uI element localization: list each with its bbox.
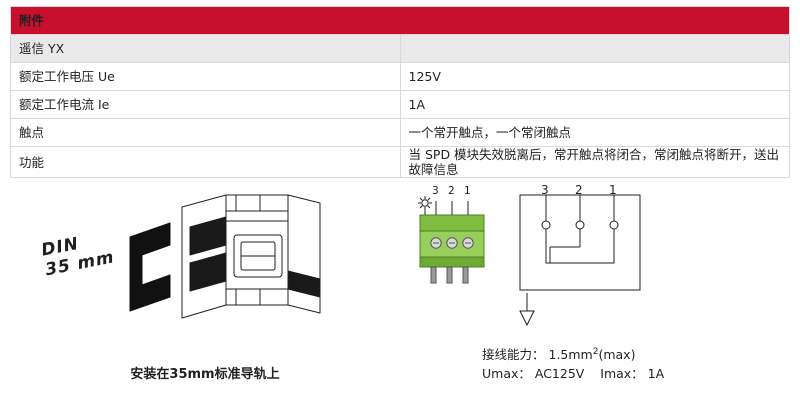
row-value: 1A xyxy=(399,90,790,119)
terminal-number-2: 2 xyxy=(448,185,455,197)
wire-capacity-label: 接线能力： xyxy=(482,347,545,362)
connector-caption-line2: Umax： AC125V Imax： 1A xyxy=(430,364,790,383)
terminal-number-3: 3 xyxy=(432,185,439,197)
row-label: 触点 xyxy=(10,118,401,147)
row-label: 功能 xyxy=(10,146,401,178)
wire-capacity-suffix: (max) xyxy=(598,347,636,362)
schematic-number-3: 3 xyxy=(541,183,549,197)
din-rail-caption: 安装在35mm标准导轨上 xyxy=(130,367,280,382)
table-title: 附件 xyxy=(10,6,790,35)
terminal-number-1: 1 xyxy=(464,185,471,197)
table-subheader-row: 遥信 YX xyxy=(10,34,790,63)
connector-schematic-drawing xyxy=(418,194,641,327)
umax-value: AC125V xyxy=(534,366,585,382)
connector-figure: 3 2 1 xyxy=(400,183,800,400)
subheader-value xyxy=(399,34,790,63)
connector-caption: 接线能力： 1.5mm2(max) Umax： AC125V Imax： 1A xyxy=(430,345,790,384)
subheader-label: 遥信 YX xyxy=(10,34,401,63)
accessory-spec-table: 附件 遥信 YX 额定工作电压 Ue 125V 额定工作电流 Ie 1A 触点 … xyxy=(10,6,790,178)
row-value: 125V xyxy=(399,62,790,91)
schematic-number-1: 1 xyxy=(609,183,617,197)
table-row: 触点 一个常开触点，一个常闭触点 xyxy=(10,118,790,147)
row-value: 当 SPD 模块失效脱离后，常开触点将闭合，常闭触点将断开，送出故障信息 xyxy=(399,146,790,178)
row-label: 额定工作电压 Ue xyxy=(10,62,401,91)
connector-caption-line1: 接线能力： 1.5mm2(max) xyxy=(430,345,790,364)
table-row: 功能 当 SPD 模块失效脱离后，常开触点将闭合，常闭触点将断开，送出故障信息 xyxy=(10,146,790,178)
din-rail-figure: DIN 35 mm 安装在35mm标准导轨上 xyxy=(30,185,380,400)
wire-capacity-value: 1.5mm xyxy=(548,347,593,362)
wire-capacity-exponent: 2 xyxy=(592,346,599,357)
breaker-illustration xyxy=(129,194,321,319)
table-row: 额定工作电压 Ue 125V xyxy=(10,62,790,91)
schematic-number-2: 2 xyxy=(575,183,583,197)
row-label: 额定工作电流 Ie xyxy=(10,90,401,119)
umax-label: Umax： xyxy=(482,366,531,382)
row-value: 一个常开触点，一个常闭触点 xyxy=(399,118,790,147)
imax-label: Imax： xyxy=(600,366,644,382)
table-title-row: 附件 xyxy=(10,6,790,35)
table-row: 额定工作电流 Ie 1A xyxy=(10,90,790,119)
figures-area: DIN 35 mm 安装在35mm标准导轨上 3 2 1 xyxy=(0,183,800,400)
imax-value: 1A xyxy=(647,366,665,382)
